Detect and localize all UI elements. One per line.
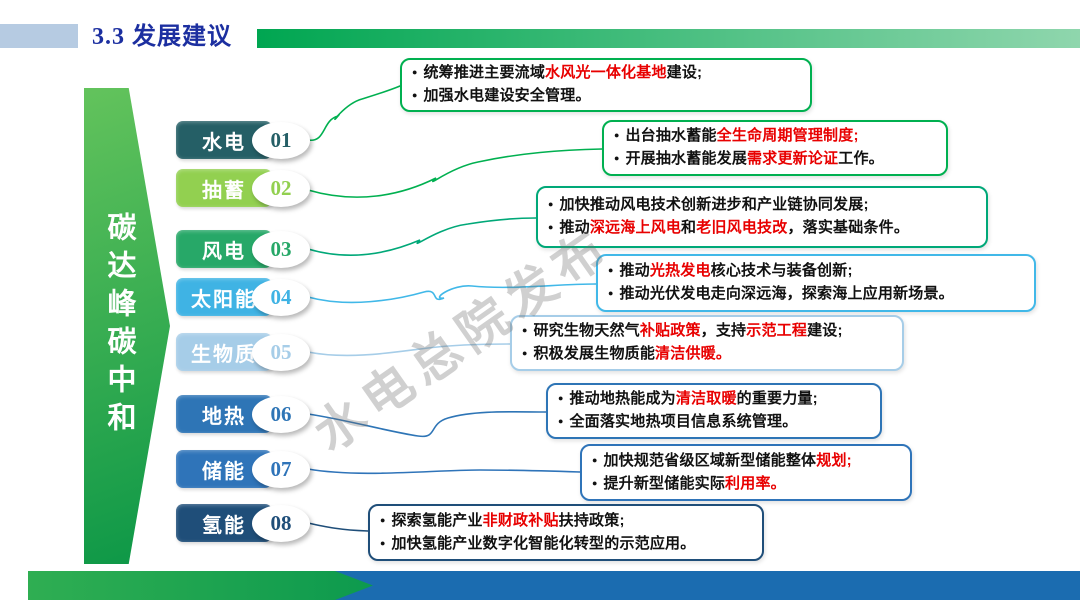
bullet-text: 推动光热发电核心技术与装备创新;: [619, 262, 853, 279]
category-number: 05: [270, 340, 292, 364]
category-label: 储能: [176, 450, 272, 488]
carbon-goal-text: 碳达峰碳中和: [103, 212, 135, 440]
category-number-badge: 02: [252, 170, 310, 207]
bullet-icon: ●: [558, 416, 564, 426]
category-wind: 风电 03: [176, 230, 312, 268]
bullet-text: 研究生物天然气补贴政策，支持示范工程建设;: [533, 322, 843, 339]
bullet-icon: ●: [522, 325, 528, 335]
bullet-icon: ●: [412, 90, 418, 100]
bullet-text: 积极发展生物质能清洁供暖。: [533, 345, 732, 362]
bullet-item: ● 加快氢能产业数字化智能化转型的示范应用。: [380, 533, 752, 556]
bullet-icon: ●: [614, 153, 620, 163]
bullet-text: 探索氢能产业非财政补贴扶持政策;: [391, 511, 625, 529]
carbon-goal-arrow: 碳达峰碳中和: [84, 88, 170, 564]
connector-hydrogen: [307, 522, 369, 532]
bullet-item: ● 全面落实地热项目信息系统管理。: [558, 411, 870, 434]
bullet-item: ● 加快规范省级区域新型储能整体规划;: [592, 450, 900, 473]
category-number-badge: 04: [252, 279, 310, 316]
header-accent-rect: [0, 24, 78, 48]
bullet-icon: ●: [614, 130, 620, 140]
bullet-item: ● 推动深远海上风电和老旧风电技改，落实基础条件。: [548, 217, 976, 240]
category-label: 抽蓄: [176, 169, 272, 207]
category-label: 风电: [176, 230, 272, 268]
bullet-item: ● 推动地热能成为清洁取暖的重要力量;: [558, 388, 870, 411]
bullet-icon: ●: [522, 348, 528, 358]
header-green-bar: [257, 29, 1080, 48]
category-label: 生物质: [176, 333, 272, 371]
note-box-wind: ● 加快推动风电技术创新进步和产业链协同发展; ● 推动深远海上风电和老旧风电技改，…: [536, 186, 988, 248]
category-number: 07: [270, 457, 292, 481]
category-number-badge: 01: [252, 122, 310, 159]
bullet-item: ● 研究生物天然气补贴政策，支持示范工程建设;: [522, 320, 892, 343]
bullet-item: ● 开展抽水蓄能发展需求更新论证工作。: [614, 148, 936, 171]
bullet-text: 加强水电建设安全管理。: [423, 87, 591, 104]
bullet-text: 全面落实地热项目信息系统管理。: [569, 413, 798, 430]
page-title: 3.3 发展建议: [92, 24, 232, 50]
connector-geothermal: [307, 410, 547, 438]
category-number: 03: [270, 237, 292, 261]
bullet-item: ● 出台抽水蓄能全生命周期管理制度;: [614, 125, 936, 148]
category-number: 02: [270, 176, 292, 200]
category-pumped-storage: 抽蓄 02: [176, 169, 312, 207]
category-storage: 储能 07: [176, 450, 312, 488]
bullet-text: 推动光伏发电走向深远海，探索海上应用新场景。: [619, 285, 954, 302]
connector-wind: [307, 217, 537, 256]
category-number-badge: 06: [252, 396, 310, 433]
category-number-badge: 07: [252, 451, 310, 488]
category-number: 06: [270, 402, 292, 426]
bullet-text: 统筹推进主要流域水风光一体化基地建设;: [423, 64, 703, 81]
bullet-icon: ●: [380, 537, 386, 548]
note-box-geothermal: ● 推动地热能成为清洁取暖的重要力量; ● 全面落实地热项目信息系统管理。: [546, 383, 882, 439]
category-hydro: 水电 01: [176, 121, 312, 159]
bullet-item: ● 积极发展生物质能清洁供暖。: [522, 343, 892, 366]
category-number-badge: 03: [252, 231, 310, 268]
note-box-storage: ● 加快规范省级区域新型储能整体规划; ● 提升新型储能实际利用率。: [580, 444, 912, 501]
note-box-hydrogen: ● 探索氢能产业非财政补贴扶持政策; ● 加快氢能产业数字化智能化转型的示范应用。: [368, 504, 764, 561]
note-box-hydro: ● 统筹推进主要流域水风光一体化基地建设; ● 加强水电建设安全管理。: [400, 58, 812, 112]
category-number: 01: [270, 128, 292, 152]
bullet-text: 提升新型储能实际利用率。: [603, 474, 786, 492]
category-number: 04: [270, 285, 292, 309]
bullet-icon: ●: [412, 67, 418, 77]
bullet-icon: ●: [608, 265, 614, 275]
bullet-icon: ●: [592, 477, 598, 488]
bullet-icon: ●: [592, 454, 598, 465]
bullet-text: 推动地热能成为清洁取暖的重要力量;: [569, 390, 818, 407]
bullet-text: 开展抽水蓄能发展需求更新论证工作。: [625, 150, 884, 167]
bullet-icon: ●: [548, 199, 554, 209]
bottom-arrow: [28, 571, 373, 600]
category-number-badge: 05: [252, 334, 310, 371]
bullet-text: 推动深远海上风电和老旧风电技改，落实基础条件。: [559, 219, 910, 236]
connector-hydro: [307, 85, 401, 141]
category-biomass: 生物质 05: [176, 333, 312, 371]
bullet-text: 加快规范省级区域新型储能整体规划;: [603, 451, 852, 469]
connector-biomass: [307, 343, 511, 357]
bullet-item: ● 提升新型储能实际利用率。: [592, 473, 900, 496]
category-number: 08: [270, 511, 292, 535]
note-box-biomass: ● 研究生物天然气补贴政策，支持示范工程建设; ● 积极发展生物质能清洁供暖。: [510, 315, 904, 371]
bullet-item: ● 加强水电建设安全管理。: [412, 85, 800, 108]
note-box-solar: ● 推动光热发电核心技术与装备创新; ● 推动光伏发电走向深远海，探索海上应用新场景…: [596, 254, 1036, 312]
connector-solar: [307, 283, 597, 304]
category-hydrogen: 氢能 08: [176, 504, 312, 542]
bullet-item: ● 加快推动风电技术创新进步和产业链协同发展;: [548, 194, 976, 217]
category-number-badge: 08: [252, 505, 310, 542]
category-label: 水电: [176, 121, 272, 159]
category-geothermal: 地热 06: [176, 395, 312, 433]
bullet-item: ● 推动光热发电核心技术与装备创新;: [608, 260, 1024, 283]
bullet-icon: ●: [608, 288, 614, 298]
bullet-item: ● 推动光伏发电走向深远海，探索海上应用新场景。: [608, 283, 1024, 306]
bullet-item: ● 统筹推进主要流域水风光一体化基地建设;: [412, 62, 800, 85]
bullet-item: ● 探索氢能产业非财政补贴扶持政策;: [380, 510, 752, 533]
note-box-pumped-storage: ● 出台抽水蓄能全生命周期管理制度; ● 开展抽水蓄能发展需求更新论证工作。: [602, 120, 948, 176]
bullet-icon: ●: [558, 393, 564, 403]
category-solar: 太阳能 04: [176, 278, 312, 316]
connector-storage: [307, 468, 581, 475]
bullet-icon: ●: [548, 222, 554, 232]
bullet-text: 出台抽水蓄能全生命周期管理制度;: [625, 127, 859, 144]
bullet-text: 加快氢能产业数字化智能化转型的示范应用。: [391, 534, 696, 552]
bullet-icon: ●: [380, 514, 386, 525]
bullet-text: 加快推动风电技术创新进步和产业链协同发展;: [559, 196, 869, 213]
